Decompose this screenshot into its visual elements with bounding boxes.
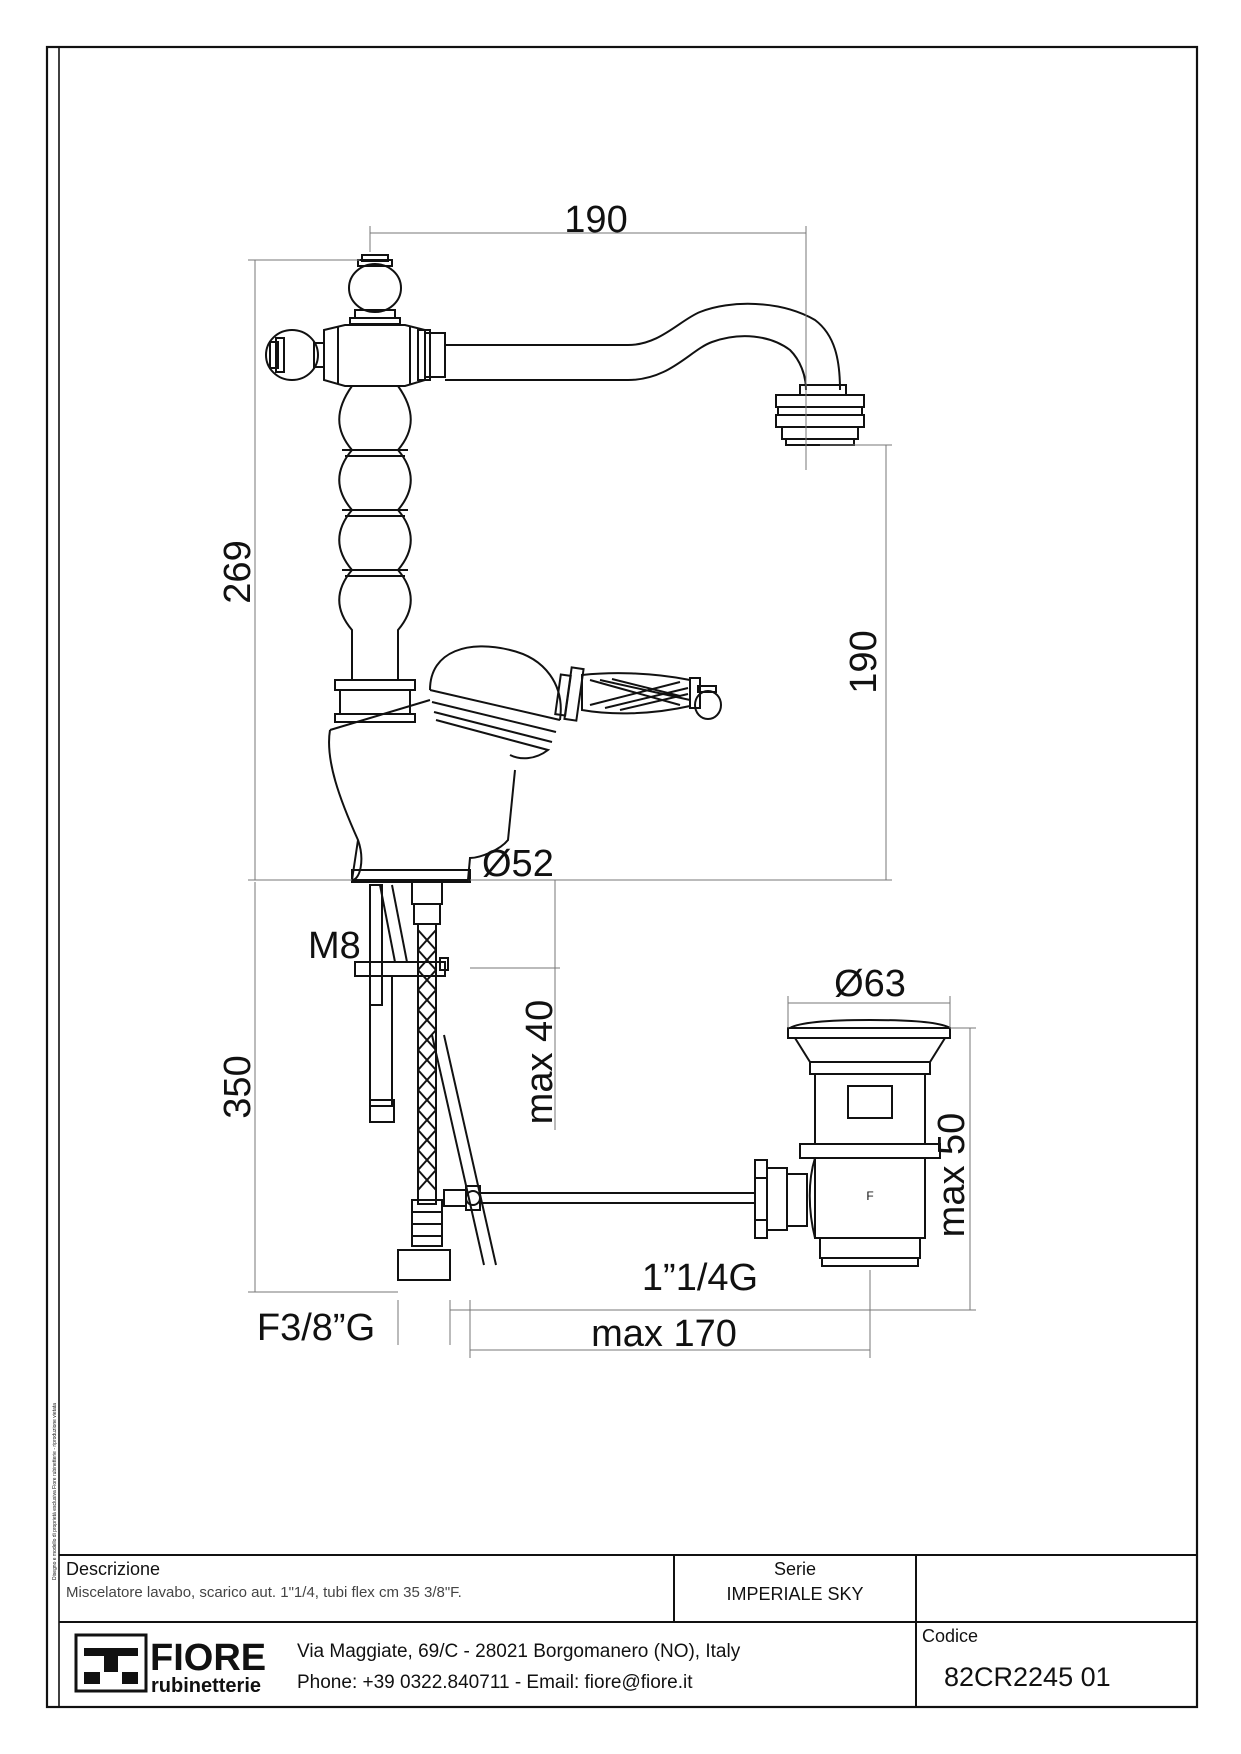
dim-max-thickness: max 40 [519,1000,561,1125]
installation-drawing: F [354,879,951,1281]
mixer-drawing [265,254,865,883]
dim-waste-thread: 1”1/4G [642,1257,758,1299]
dimension-lines [248,226,976,1358]
contact-line: Phone: +39 0322.840711 - Email: fiore@fi… [297,1672,693,1693]
dim-base-diameter: Ø52 [482,843,554,885]
address-line: Via Maggiate, 69/C - 28021 Borgomanero (… [297,1641,741,1662]
dim-waste-max-height: max 50 [931,1113,973,1238]
logo-name: FIORE [150,1637,266,1679]
dim-hose-length: 350 [217,1055,259,1118]
waste-mark: F [866,1189,873,1203]
series-value: IMPERIALE SKY [726,1584,864,1604]
dim-stud-thread: M8 [308,925,361,967]
title-block [59,1554,1197,1707]
dim-hose-connection: F3/8”G [257,1307,375,1349]
dim-total-height: 269 [217,540,259,603]
dim-spout-reach: 190 [564,199,627,241]
description-label: Descrizione [66,1559,161,1579]
fiore-logo: FIORE rubinetterie [74,1633,266,1697]
series-label: Serie [773,1559,817,1579]
sheet-border [45,45,1199,1709]
code-label: Codice [922,1626,979,1646]
description-text: Miscelatore lavabo, scarico aut. 1"1/4, … [66,1584,462,1601]
dim-rod-max-length: max 170 [591,1313,737,1355]
code-value: 82CR2245 01 [944,1662,1111,1692]
dim-spout-height: 190 [843,630,885,693]
logo-sub: rubinetterie [151,1675,261,1697]
side-note: Disegno e modello di proprietà esclusiva… [52,1403,58,1580]
dim-waste-diameter: Ø63 [834,963,906,1005]
